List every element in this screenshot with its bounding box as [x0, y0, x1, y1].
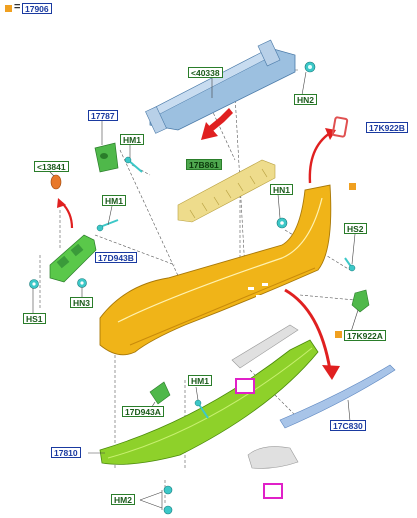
- leader-lines: [32, 71, 359, 510]
- part-label-hm1-a[interactable]: HM1: [120, 134, 144, 145]
- screw-hm1-a: [124, 156, 143, 173]
- main-part-marker: [5, 5, 12, 12]
- part-label-17810[interactable]: 17810: [51, 447, 81, 458]
- part-label-hn2-top[interactable]: HN2: [294, 94, 318, 105]
- fastener-hs1: [29, 279, 39, 289]
- grey-bracket-upper: [231, 324, 299, 369]
- part-label-hs1[interactable]: HS1: [23, 313, 46, 324]
- part-label-17b861[interactable]: 17B861: [186, 159, 222, 170]
- bracket-17d943a: [149, 381, 171, 405]
- energy-absorber: [177, 159, 276, 223]
- impact-beam: [145, 39, 296, 134]
- screw-hs2: [344, 257, 356, 272]
- bracket-17d943b: [49, 234, 97, 283]
- bumper-cover: [99, 184, 332, 356]
- part-label-17d943b[interactable]: 17D943B: [95, 252, 137, 263]
- highlight-box-lower[interactable]: [263, 483, 283, 499]
- part-label-13841[interactable]: <13841: [34, 161, 69, 172]
- equals-sign: =: [14, 1, 21, 13]
- red-curved-arrowhead-left: [57, 198, 66, 208]
- fastener-hn3: [77, 278, 87, 288]
- part-label-17787[interactable]: 17787: [88, 110, 118, 121]
- strip-17c830: [279, 364, 396, 429]
- part-label-17k922b[interactable]: 17K922B: [366, 122, 408, 133]
- part-label-hm2[interactable]: HM2: [111, 494, 135, 505]
- part-label-hn3[interactable]: HN3: [70, 297, 94, 308]
- part-label-40338[interactable]: <40338: [188, 67, 223, 78]
- lower-valance-17810: [99, 339, 319, 465]
- reflector-17k922b: [331, 116, 349, 138]
- part-label-hs2[interactable]: HS2: [344, 223, 367, 234]
- screw-hm1-b: [96, 219, 119, 232]
- grommet-13841: [50, 174, 62, 190]
- bracket-17787: [94, 142, 119, 173]
- part-label-17k922a[interactable]: 17K922A: [344, 330, 386, 341]
- part-label-hn1[interactable]: HN1: [270, 184, 294, 195]
- red-curved-arrow-down: [284, 288, 332, 371]
- part-label-hm1-b[interactable]: HM1: [102, 195, 126, 206]
- grey-bracket-lower: [247, 446, 299, 469]
- nut-hn2-top: [304, 61, 316, 73]
- highlight-box-upper[interactable]: [235, 378, 255, 394]
- red-curved-arrow-left: [61, 202, 74, 229]
- bumper-marker: [349, 183, 356, 190]
- clip-marker: [335, 331, 342, 338]
- clip-17k922a: [351, 289, 370, 313]
- part-label-hm1-c[interactable]: HM1: [188, 375, 212, 386]
- nut-hn1: [276, 217, 288, 229]
- part-label-17c830[interactable]: 17C830: [330, 420, 366, 431]
- clips-hm2: [163, 485, 173, 515]
- screw-hm1-c: [194, 399, 209, 419]
- part-label-17906[interactable]: 17906: [22, 3, 52, 14]
- red-curved-arrowhead-down: [322, 365, 340, 380]
- red-curved-arrow-right: [308, 132, 331, 184]
- red-arrow-1: [201, 108, 233, 140]
- part-label-17d943a[interactable]: 17D943A: [122, 406, 164, 417]
